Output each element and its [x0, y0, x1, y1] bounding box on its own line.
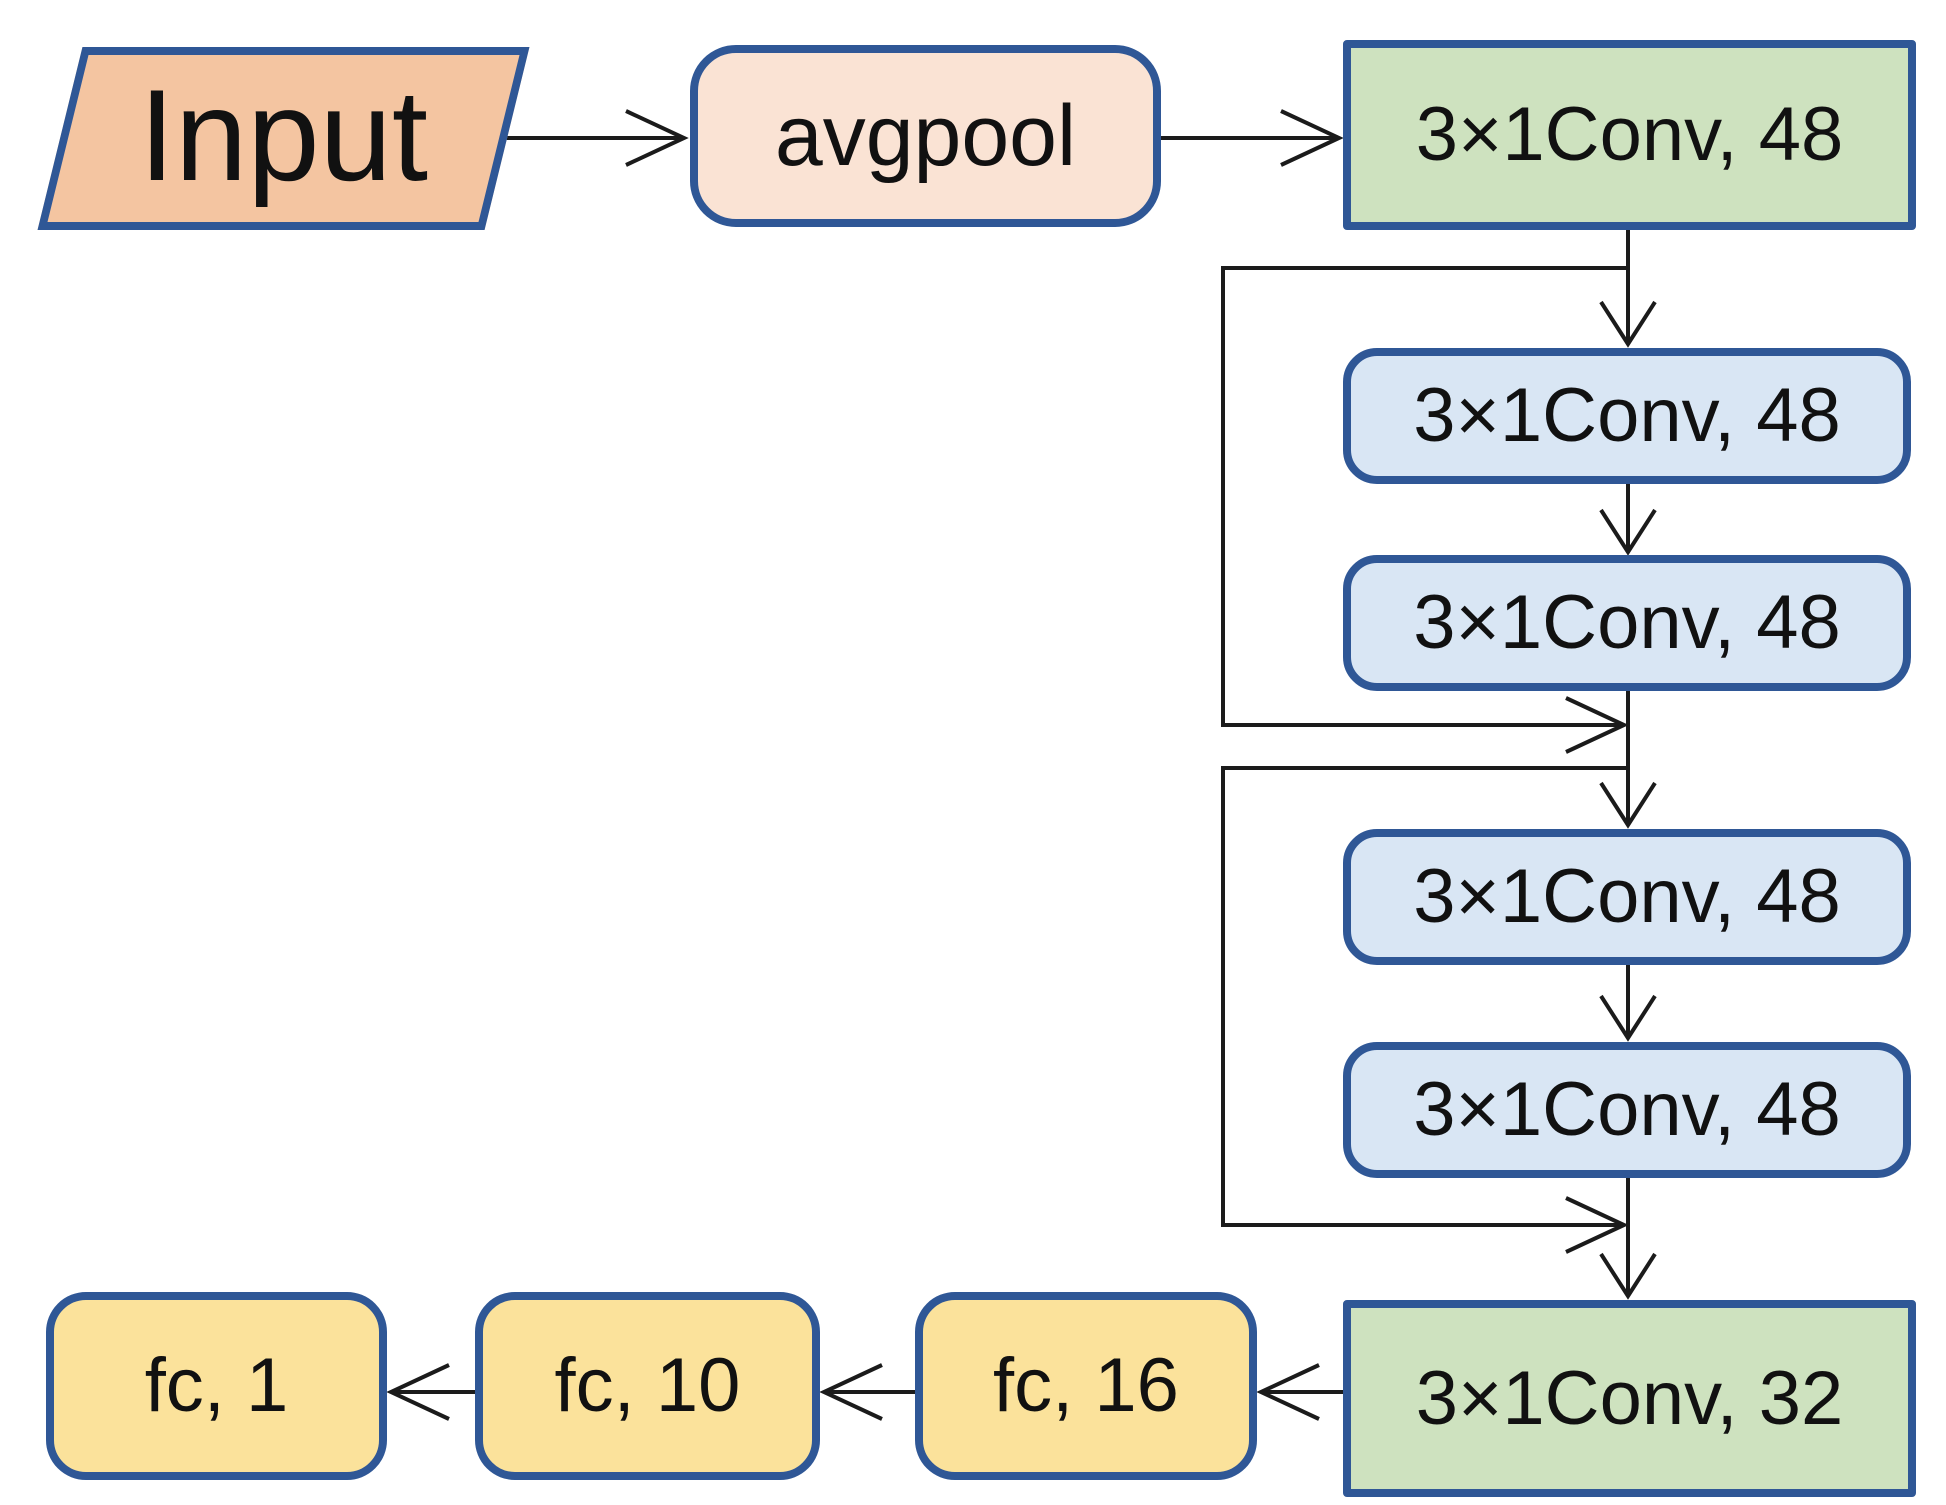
- arrowhead-merge1-to-b3: [1599, 781, 1657, 829]
- connector-skip2: [1221, 766, 1628, 1227]
- arrowhead-b4-to-conv-bottom: [1599, 1252, 1657, 1300]
- node-conv-block-4: 3×1Conv, 48: [1343, 1042, 1911, 1178]
- node-fc-16-label: fc, 16: [993, 1343, 1179, 1428]
- node-conv-block-1: 3×1Conv, 48: [1343, 348, 1911, 484]
- node-conv-block-2-label: 3×1Conv, 48: [1413, 580, 1841, 665]
- arrowhead-fc10-to-fc1: [386, 1363, 450, 1421]
- arrowhead-b3-to-b4: [1599, 994, 1657, 1042]
- node-conv-block-2: 3×1Conv, 48: [1343, 555, 1911, 691]
- node-fc-10-label: fc, 10: [554, 1343, 741, 1428]
- arrowhead-fc16-to-fc10: [819, 1363, 883, 1421]
- node-fc-1-label: fc, 1: [144, 1343, 289, 1428]
- node-conv-block-3-label: 3×1Conv, 48: [1413, 854, 1841, 939]
- node-input-label: Input: [138, 61, 429, 208]
- node-fc-16: fc, 16: [915, 1292, 1257, 1480]
- node-conv-bottom: 3×1Conv, 32: [1343, 1300, 1916, 1497]
- arrowhead-conv-top-to-b1: [1599, 300, 1657, 348]
- arrowhead-skip2: [1565, 1196, 1629, 1254]
- arrowhead-conv-bottom-to-fc16: [1256, 1363, 1320, 1421]
- node-conv-block-4-label: 3×1Conv, 48: [1413, 1067, 1841, 1152]
- arrowhead-avgpool-to-conv-top: [1280, 109, 1344, 167]
- node-conv-block-1-label: 3×1Conv, 48: [1413, 373, 1841, 458]
- node-avgpool: avgpool: [690, 45, 1161, 227]
- arrowhead-b1-to-b2: [1599, 508, 1657, 556]
- node-fc-10: fc, 10: [475, 1292, 820, 1480]
- node-conv-top-label: 3×1Conv, 48: [1415, 92, 1844, 177]
- node-conv-top: 3×1Conv, 48: [1343, 40, 1916, 230]
- node-fc-1: fc, 1: [46, 1292, 387, 1480]
- node-avgpool-label: avgpool: [774, 88, 1077, 184]
- connector-skip1: [1221, 266, 1628, 727]
- node-conv-bottom-label: 3×1Conv, 32: [1415, 1355, 1844, 1441]
- node-input: Input: [37, 47, 530, 230]
- node-conv-block-3: 3×1Conv, 48: [1343, 829, 1911, 965]
- arrowhead-skip1: [1565, 696, 1629, 754]
- arrowhead-input-to-avgpool: [625, 109, 689, 167]
